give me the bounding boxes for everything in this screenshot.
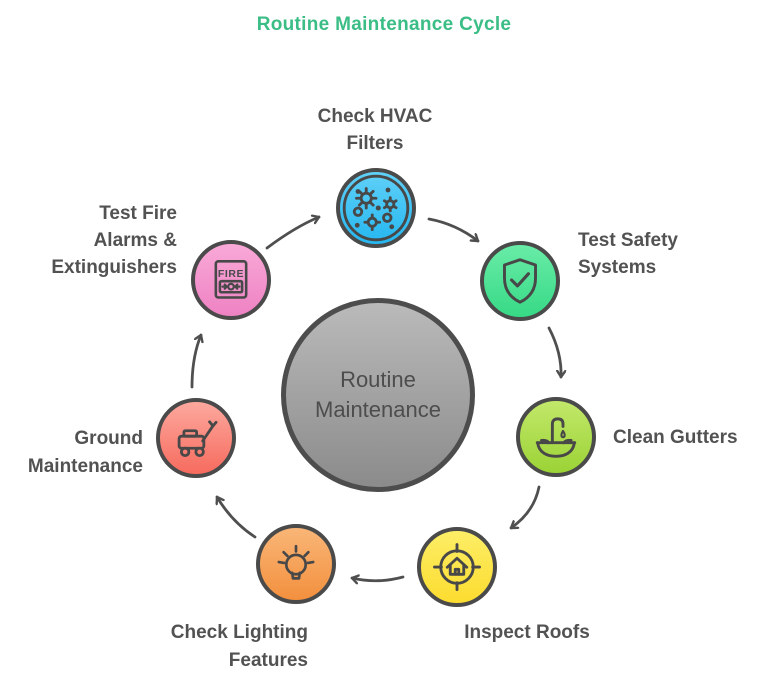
step-label-clean-gutters: Clean Gutters xyxy=(613,424,738,451)
gutter-downspout-icon xyxy=(535,417,577,458)
step-check-lighting-features xyxy=(256,524,336,604)
fire-alarm-icon: FIRE xyxy=(214,260,248,299)
arrow-hvac-to-safety xyxy=(427,217,480,243)
label-line: Maintenance xyxy=(27,456,143,477)
arrow-lighting-to-ground xyxy=(217,495,257,539)
center-label-line: Routine xyxy=(340,367,416,392)
diagram-title: Routine Maintenance Cycle xyxy=(256,14,512,35)
label-line: Clean Gutters xyxy=(613,427,738,448)
label-line: Ground xyxy=(74,428,143,449)
label-line: Check Lighting xyxy=(170,622,308,643)
shield-check-icon xyxy=(503,258,537,304)
step-check-hvac-filters xyxy=(336,168,416,248)
arrow-ground-to-fire xyxy=(190,333,201,389)
label-line: Systems xyxy=(578,257,657,278)
step-clean-gutters xyxy=(516,397,596,477)
step-ground-maintenance xyxy=(156,398,236,478)
label-line: Features xyxy=(228,650,308,671)
arrow-safety-to-gutters xyxy=(547,326,561,379)
center-label: Routine Maintenance xyxy=(315,365,441,425)
fire-panel-text: FIRE xyxy=(218,268,244,280)
arrow-roofs-to-lighting xyxy=(350,577,405,581)
label-line: Test Safety xyxy=(578,230,678,251)
step-label-ground-maintenance: Ground Maintenance xyxy=(0,425,143,481)
label-line: Filters xyxy=(346,133,404,154)
arrow-gutters-to-roofs xyxy=(509,485,541,530)
center-node: Routine Maintenance xyxy=(281,298,475,492)
label-line: Inspect Roofs xyxy=(464,622,590,643)
step-label-check-lighting-features: Check Lighting Features xyxy=(148,619,308,675)
arrow-fire-to-hvac xyxy=(265,217,321,250)
step-label-test-safety-systems: Test Safety Systems xyxy=(578,227,678,281)
center-label-line: Maintenance xyxy=(315,397,441,422)
step-label-check-hvac-filters: Check HVAC Filters xyxy=(295,103,455,157)
step-test-safety-systems xyxy=(480,241,560,321)
dust-particles-icon xyxy=(342,174,410,242)
lightbulb-icon xyxy=(277,544,315,580)
step-test-fire-alarms-extinguishers: FIRE xyxy=(191,240,271,320)
label-line: Extinguishers xyxy=(51,257,177,278)
label-line: Alarms & xyxy=(93,230,177,251)
label-line: Check HVAC xyxy=(317,106,433,127)
house-crosshair-icon xyxy=(433,543,481,591)
step-label-inspect-roofs: Inspect Roofs xyxy=(447,619,607,646)
label-line: Test Fire xyxy=(99,203,177,224)
lawnmower-icon xyxy=(177,420,218,458)
step-label-test-fire-alarms-extinguishers: Test Fire Alarms & Extinguishers xyxy=(17,200,177,281)
step-inspect-roofs xyxy=(417,527,497,607)
